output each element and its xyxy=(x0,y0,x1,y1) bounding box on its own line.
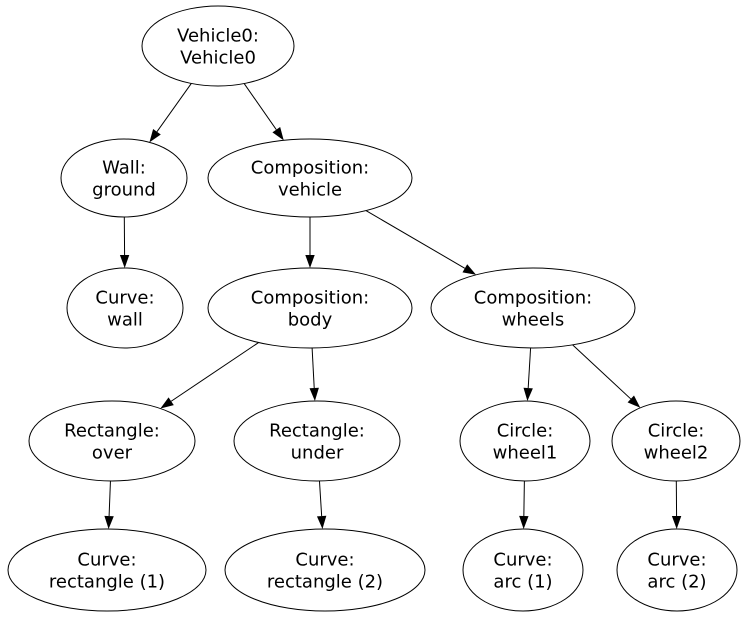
node-label-line1: Vehicle0: xyxy=(177,26,259,47)
arrowhead-icon xyxy=(672,516,681,529)
node-label-line1: Curve: xyxy=(95,288,154,309)
edge-line xyxy=(319,481,321,516)
node-label-line2: Vehicle0 xyxy=(180,48,256,69)
node-label-line2: body xyxy=(288,310,333,331)
node-composition-vehicle: Composition:vehicle xyxy=(208,139,412,217)
node-composition-body: Composition:body xyxy=(208,268,412,348)
node-wall-ground: Wall:ground xyxy=(61,139,187,217)
edge-line xyxy=(312,348,314,388)
node-label-line1: Circle: xyxy=(648,421,705,442)
arrowhead-icon xyxy=(160,397,173,408)
node-label-line1: Wall: xyxy=(102,158,146,179)
edge-line xyxy=(244,84,276,130)
node-rectangle-under: Rectangle:under xyxy=(234,401,400,481)
nodes-layer: Vehicle0:Vehicle0Wall:groundComposition:… xyxy=(8,6,740,611)
arrowhead-icon xyxy=(523,388,532,401)
edge-line xyxy=(157,83,191,131)
node-label-line2: arc (2) xyxy=(647,572,706,593)
node-label-line1: Circle: xyxy=(497,421,554,442)
node-curve-rectangle-1: Curve:rectangle (1) xyxy=(8,529,206,611)
edge-composition-vehicle-to-composition-wheels xyxy=(366,211,476,275)
node-label-line1: Curve: xyxy=(647,550,706,571)
edge-line xyxy=(573,345,631,399)
edge-line xyxy=(524,481,525,516)
node-label-line2: wheels xyxy=(502,310,565,331)
edge-rectangle-over-to-curve-rectangle-1 xyxy=(104,481,113,529)
node-curve-wall: Curve:wall xyxy=(67,268,183,348)
arrowhead-icon xyxy=(305,255,314,268)
edge-circle-wheel1-to-curve-arc-1 xyxy=(519,481,528,529)
edge-composition-vehicle-to-composition-body xyxy=(305,217,314,268)
arrowhead-icon xyxy=(519,516,528,529)
edge-line xyxy=(109,481,110,516)
edge-rectangle-under-to-curve-rectangle-2 xyxy=(317,481,326,529)
arrowhead-icon xyxy=(120,255,129,268)
edge-vehicle0-to-composition-vehicle xyxy=(244,84,284,141)
node-label-line2: wheel1 xyxy=(493,443,558,464)
node-label-line1: Rectangle: xyxy=(269,421,365,442)
node-label-line2: arc (1) xyxy=(493,572,552,593)
edge-line xyxy=(528,348,530,388)
edge-composition-wheels-to-circle-wheel2 xyxy=(573,345,641,408)
edge-composition-wheels-to-circle-wheel1 xyxy=(523,348,532,401)
node-label-line2: wheel2 xyxy=(644,443,709,464)
node-label-line2: rectangle (2) xyxy=(267,572,383,593)
node-label-line1: Curve: xyxy=(77,550,136,571)
arrowhead-icon xyxy=(310,388,319,401)
edge-wall-ground-to-curve-wall xyxy=(120,217,129,268)
node-composition-wheels: Composition:wheels xyxy=(431,268,635,348)
arrowhead-icon xyxy=(149,129,160,142)
node-label-line1: Composition: xyxy=(251,288,369,309)
node-label-line2: over xyxy=(92,443,133,464)
node-label-line1: Rectangle: xyxy=(64,421,160,442)
node-curve-arc-2: Curve:arc (2) xyxy=(617,529,737,611)
node-circle-wheel2: Circle:wheel2 xyxy=(612,401,740,481)
arrowhead-icon xyxy=(462,264,476,275)
node-label-line2: ground xyxy=(92,180,156,201)
node-label-line2: rectangle (1) xyxy=(49,572,165,593)
node-label-line2: under xyxy=(291,443,344,464)
node-curve-arc-1: Curve:arc (1) xyxy=(463,529,583,611)
node-circle-wheel1: Circle:wheel1 xyxy=(460,401,590,481)
node-label-line2: wall xyxy=(107,310,143,331)
node-label-line1: Composition: xyxy=(251,158,369,179)
node-label-line1: Curve: xyxy=(295,550,354,571)
node-rectangle-over: Rectangle:over xyxy=(29,401,195,481)
edge-composition-body-to-rectangle-over xyxy=(160,343,258,409)
arrowhead-icon xyxy=(104,516,113,529)
edge-circle-wheel2-to-curve-arc-2 xyxy=(672,481,681,529)
node-label-line1: Composition: xyxy=(474,288,592,309)
node-vehicle0: Vehicle0:Vehicle0 xyxy=(142,6,294,86)
edge-composition-body-to-rectangle-under xyxy=(310,348,319,401)
arrowhead-icon xyxy=(272,127,283,140)
edge-vehicle0-to-wall-ground xyxy=(149,83,191,142)
edge-line xyxy=(366,211,465,269)
node-label-line1: Curve: xyxy=(493,550,552,571)
node-curve-rectangle-2: Curve:rectangle (2) xyxy=(225,529,425,611)
node-label-line2: vehicle xyxy=(278,180,342,201)
edge-line xyxy=(171,343,258,402)
arrowhead-icon xyxy=(317,516,326,529)
